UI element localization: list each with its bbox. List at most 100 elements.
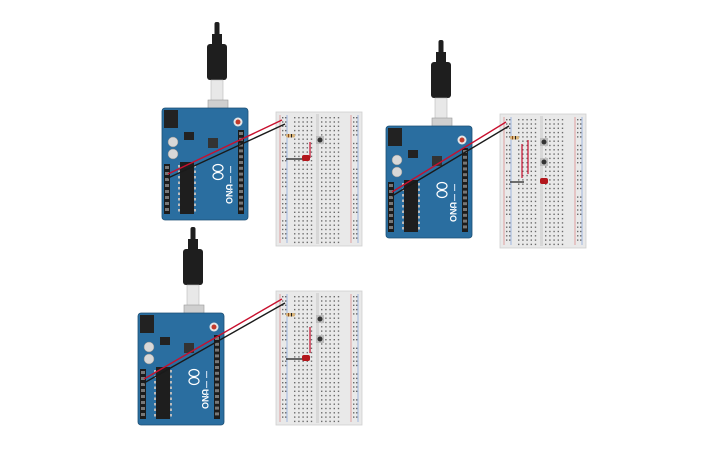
breadboard-hole [557, 170, 559, 172]
rail-hole [285, 172, 287, 175]
breadboard-hole [321, 185, 323, 188]
breadboard-hole [333, 373, 335, 375]
breadboard-hole [518, 166, 520, 168]
breadboard-hole [298, 326, 300, 328]
breadboard-hole [302, 369, 304, 371]
breadboard-hole [557, 127, 559, 129]
breadboard-hole [530, 166, 532, 168]
rail-hole [580, 153, 582, 155]
breadboard-hole [530, 205, 532, 207]
chip-pin [178, 187, 180, 190]
breadboard-hole [310, 215, 313, 218]
breadboard-hole [298, 317, 300, 319]
breadboard-hole [337, 304, 340, 306]
breadboard-hole [306, 317, 308, 319]
rail-hole [509, 127, 511, 129]
analog-header [164, 164, 170, 214]
breadboard-hole [306, 326, 308, 328]
rail-hole [509, 149, 511, 151]
breadboard-hole [526, 153, 528, 155]
rail-hole [356, 407, 358, 410]
breadboard-hole [526, 196, 528, 198]
rail-hole [285, 382, 287, 384]
breadboard-hole [321, 160, 323, 162]
breadboard-hole [522, 196, 524, 198]
rail-hole [353, 412, 355, 414]
chip-pin [194, 209, 196, 212]
rail-hole [356, 117, 358, 119]
breadboard-hole [553, 119, 555, 121]
breadboard-hole [549, 144, 551, 147]
rail-hole [580, 226, 582, 228]
breadboard-hole [549, 196, 551, 198]
chip-pin [194, 192, 196, 195]
power-jack [164, 110, 178, 128]
breadboard-hole [333, 364, 335, 367]
chip-pin [178, 198, 180, 201]
usb-chip [184, 343, 194, 353]
breadboard-hole [549, 153, 551, 155]
breadboard-hole [522, 136, 524, 138]
rail-hole [282, 117, 284, 119]
breadboard-hole [530, 230, 532, 233]
breadboard-hole [518, 157, 520, 160]
breadboard-hole [337, 160, 340, 162]
breadboard-hole [549, 166, 551, 168]
breadboard-hole [310, 237, 313, 239]
breadboard-hole [561, 235, 564, 237]
pcb-marking [206, 391, 208, 398]
breadboard-hole [321, 386, 323, 388]
breadboard-hole [294, 326, 296, 328]
breadboard-hole [306, 300, 308, 302]
breadboard-hole [298, 373, 300, 375]
breadboard-hole [337, 125, 340, 127]
rail-hole [353, 151, 355, 153]
breadboard-hole [325, 364, 327, 367]
power-jack [140, 315, 154, 333]
breadboard-hole [530, 200, 532, 203]
breadboard-hole [302, 321, 304, 324]
breadboard-hole [325, 215, 327, 218]
circuit-3: UNO [137, 227, 363, 426]
breadboard-hole [298, 334, 300, 337]
breadboard-hole [522, 226, 524, 228]
rail-hole [580, 123, 582, 125]
breadboard-hole [549, 140, 551, 142]
breadboard-hole [329, 177, 331, 179]
breadboard-hole [333, 339, 335, 341]
breadboard-hole [325, 125, 327, 127]
header-pin [389, 220, 393, 223]
rail-hole [356, 203, 358, 205]
breadboard-hole [294, 151, 296, 153]
breadboard-hole [522, 153, 524, 155]
breadboard-hole [522, 140, 524, 142]
rail-hole [356, 399, 358, 401]
breadboard-hole [333, 117, 335, 119]
rail-hole [353, 360, 355, 362]
breadboard-hole [333, 194, 335, 196]
breadboard-hole [298, 386, 300, 388]
voltage-regulator [184, 132, 194, 140]
rail-hole [509, 200, 511, 203]
breadboard-hole [325, 233, 327, 235]
rail-hole [509, 183, 511, 185]
breadboard-hole [526, 209, 528, 211]
breadboard-hole [329, 308, 331, 311]
breadboard-hole [333, 403, 335, 405]
breadboard-hole [325, 134, 327, 136]
rail-hole [353, 117, 355, 119]
breadboard-hole [302, 334, 304, 337]
breadboard-hole [549, 136, 551, 138]
breadboard-hole [337, 194, 340, 196]
rail-hole [509, 213, 511, 215]
rail-hole [577, 179, 579, 181]
rail-hole [580, 127, 582, 129]
breadboard-hole [302, 347, 304, 349]
breadboard-hole [534, 157, 537, 160]
rail-hole [356, 233, 358, 235]
breadboard-hole [306, 351, 308, 354]
rail-hole [580, 144, 582, 147]
rail-hole [356, 194, 358, 196]
breadboard-hole [333, 420, 335, 423]
breadboard-hole [337, 377, 340, 380]
